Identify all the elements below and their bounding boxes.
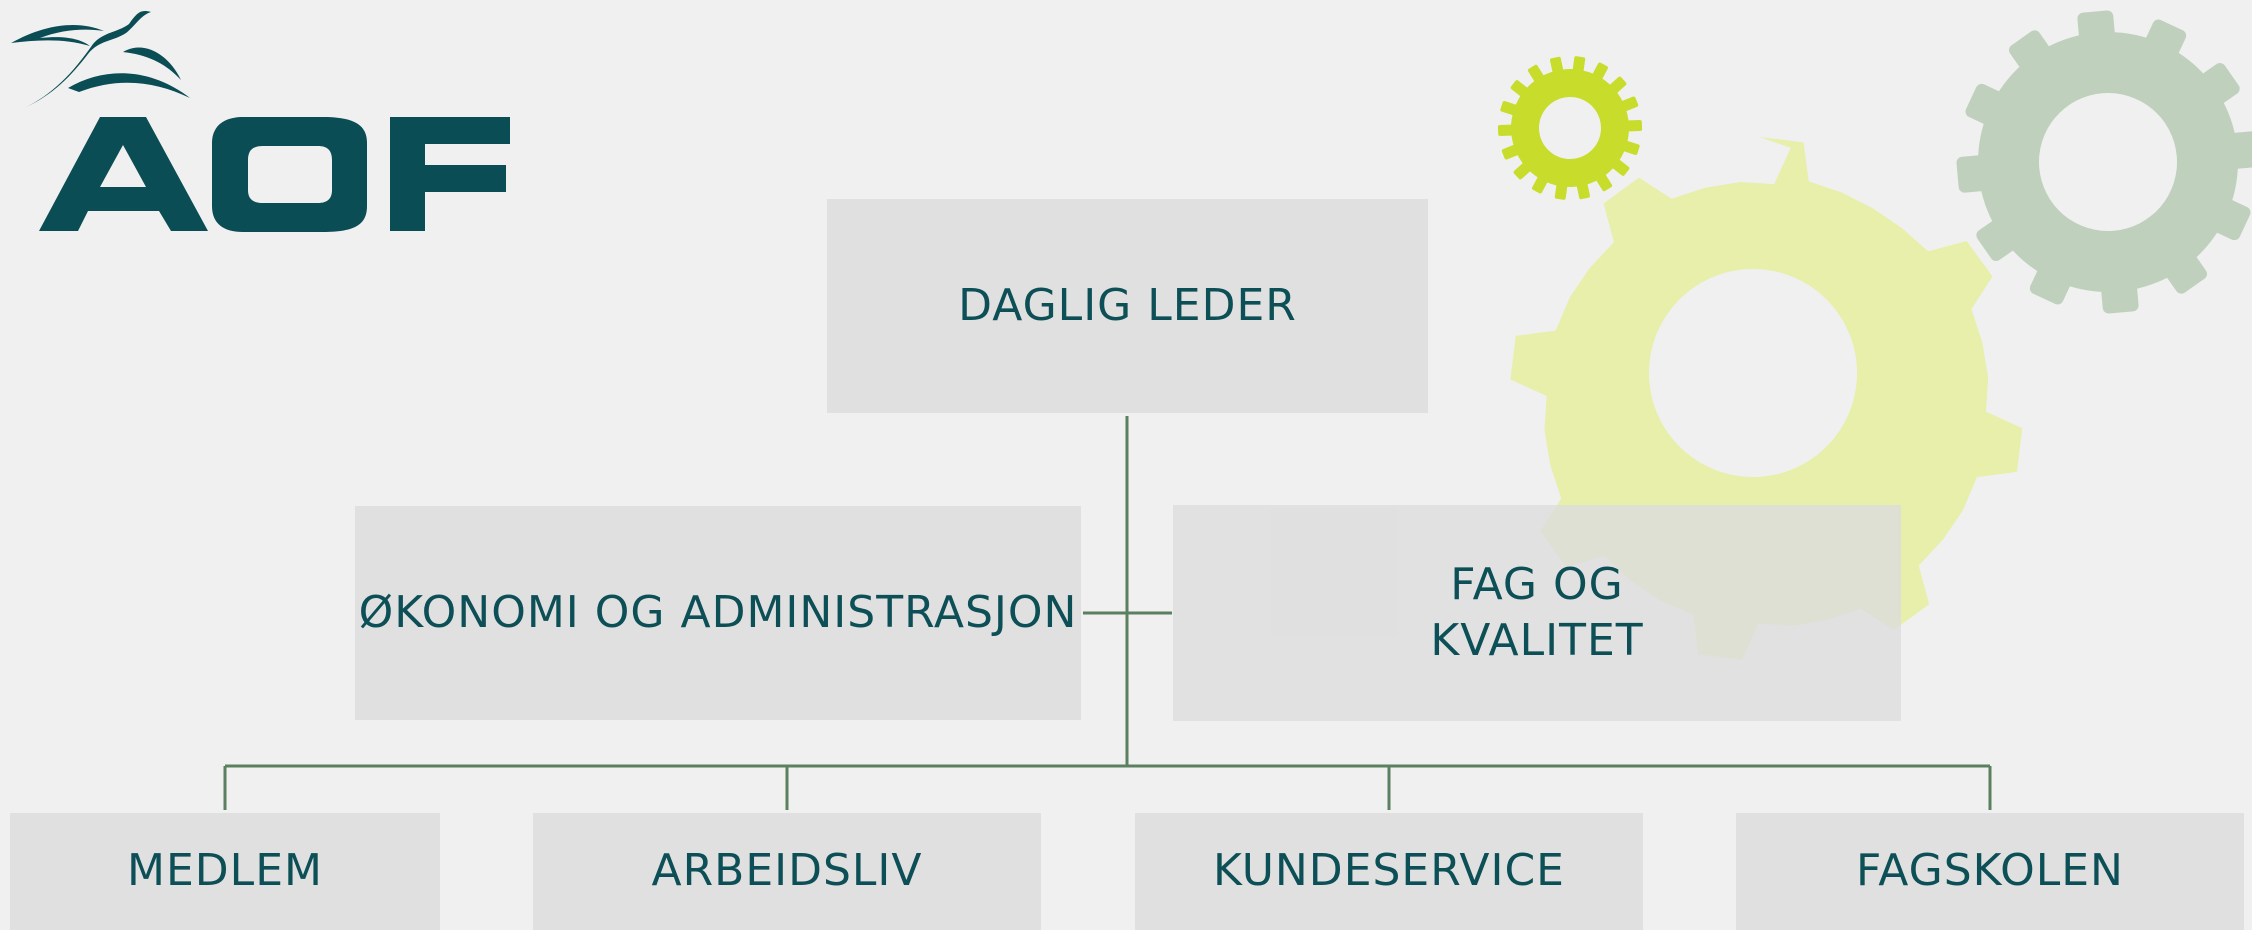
- okonomi-administrasjon-label: ØKONOMI OG ADMINISTRASJON: [358, 586, 1078, 638]
- arbeidsliv-box: ARBEIDSLIV: [533, 813, 1041, 930]
- kundeservice-box: KUNDESERVICE: [1135, 813, 1643, 930]
- medlem-box: MEDLEM: [10, 813, 440, 930]
- fagskolen-box: FAGSKOLEN: [1736, 813, 2244, 930]
- bird-mark: [11, 11, 190, 109]
- arbeidsliv-label: ARBEIDSLIV: [651, 845, 923, 897]
- daglig-leder-box: DAGLIG LEDER: [827, 199, 1428, 413]
- kundeservice-label: KUNDESERVICE: [1213, 845, 1565, 897]
- aof-logo: [11, 11, 510, 232]
- fag-og-kvalitet-label: FAG OG KVALITET: [1430, 558, 1644, 666]
- gear-icon: [1497, 56, 1643, 200]
- medlem-label: MEDLEM: [127, 845, 323, 897]
- aof-wordmark: [39, 117, 510, 232]
- fagskolen-label: FAGSKOLEN: [1856, 845, 2124, 897]
- gear-icon: [1956, 10, 2252, 314]
- fag-og-kvalitet-box: FAG OG KVALITET: [1173, 505, 1901, 721]
- okonomi-administrasjon-box: ØKONOMI OG ADMINISTRASJON: [355, 506, 1081, 720]
- daglig-leder-label: DAGLIG LEDER: [958, 279, 1297, 331]
